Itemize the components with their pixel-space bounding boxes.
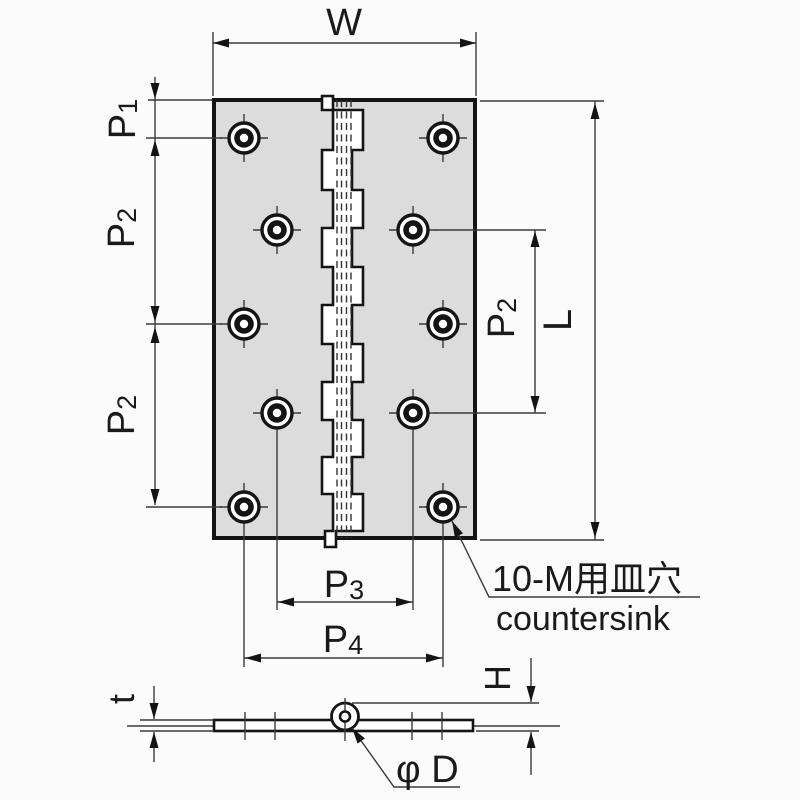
arrowhead (149, 703, 159, 719)
arrowhead (396, 597, 412, 607)
leader-line (351, 727, 460, 788)
arrowhead (150, 83, 160, 99)
arrowhead (149, 732, 159, 748)
arrowhead (150, 306, 160, 322)
arrowhead (530, 396, 540, 412)
countersink-note: 10-M用皿穴 countersink (451, 520, 700, 638)
arrowhead (460, 38, 476, 48)
dimension-l: L (480, 100, 604, 541)
knuckle-zigzag (320, 94, 365, 549)
dimension-left-stack: P1 P2 P2 (101, 77, 222, 508)
arrowhead (278, 597, 294, 607)
dimension-t: t (101, 686, 214, 762)
dimension-p4: P4 (243, 531, 444, 667)
dimension-label-p1: P1 (102, 99, 144, 139)
arrowhead (526, 686, 536, 702)
arrowhead (150, 140, 160, 156)
arrowhead (150, 489, 160, 505)
hinge-side-view (127, 698, 560, 741)
arrowhead (150, 327, 160, 343)
dimension-label-p2: P2 (481, 298, 523, 338)
note-english: countersink (496, 600, 671, 638)
dimension-label-w: W (326, 2, 362, 44)
arrowhead (352, 728, 365, 744)
note-japanese: 10-M用皿穴 (492, 558, 682, 599)
arrowhead (452, 521, 463, 538)
arrowhead (245, 653, 261, 663)
dimension-label-phi-d: φ D (396, 749, 459, 791)
hinge-pin (338, 710, 352, 723)
arrowhead (590, 103, 600, 119)
dimension-label-p2: P2 (101, 208, 143, 248)
dimension-p2-right: P2 (436, 229, 546, 414)
arrowhead (213, 38, 229, 48)
dimension-label-t: t (101, 694, 142, 704)
arrowhead (530, 231, 540, 247)
dimension-label-p3: P3 (324, 564, 364, 606)
dimension-label-p4: P4 (323, 619, 363, 661)
dimension-label-h: H (477, 665, 518, 691)
dimension-label-l: L (536, 309, 580, 331)
dimension-w: W (212, 2, 477, 96)
arrowhead (426, 653, 442, 663)
arrowhead (526, 732, 536, 748)
dimension-label-p2: P2 (101, 395, 143, 435)
hinge-top-view (212, 94, 477, 549)
arrowhead (590, 522, 600, 538)
leader-line (451, 520, 700, 598)
dimension-p3: P3 (276, 437, 414, 610)
pin-diameter-note: φ D (351, 727, 460, 791)
dimension-h: H (352, 658, 539, 775)
